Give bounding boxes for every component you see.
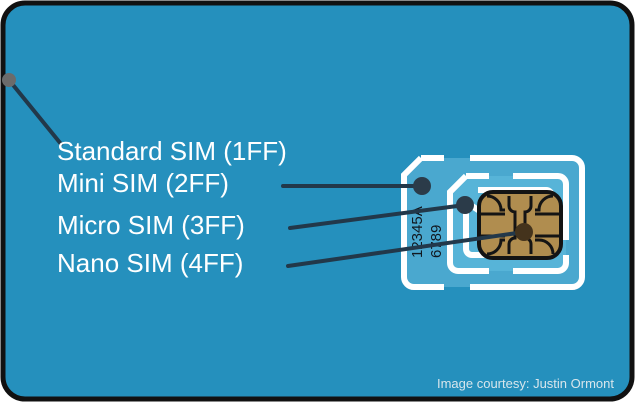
leader-line-nano [286,230,526,268]
label-micro-sim: Micro SIM (3FF) [57,210,245,240]
dot-nano-sim [515,223,533,241]
sim-chip-contacts [477,190,563,260]
image-credit: Image courtesy: Justin Ormont [437,376,614,391]
dot-micro-sim [456,196,474,214]
dot-mini-sim [413,177,431,195]
dot-standard-sim [2,73,16,87]
label-standard-sim: Standard SIM (1FF) [57,136,287,166]
label-mini-sim: Mini SIM (2FF) [57,168,229,198]
chip-center-pad [507,196,517,254]
leader-lines [7,78,526,268]
leader-dots [2,73,533,241]
leader-line-standard [7,78,63,146]
size-labels: Standard SIM (1FF) Mini SIM (2FF) Micro … [57,136,287,278]
sim-card-assembly [401,155,585,290]
leader-line-micro [288,203,467,230]
serial-line-2: 6789 [428,225,445,258]
chip-corner-curls [486,194,555,256]
label-nano-sim: Nano SIM (4FF) [57,248,243,278]
mini-sim-outline [401,155,585,290]
micro-sim-cut-line [447,173,569,274]
